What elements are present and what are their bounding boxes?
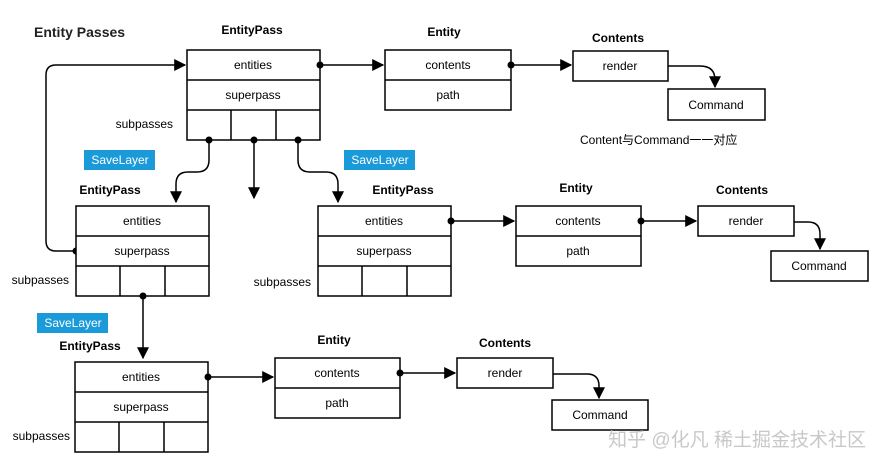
contents-box-mid <box>697 205 795 237</box>
entity-box-mid <box>515 205 642 267</box>
contents-row-mid: contents <box>555 214 600 228</box>
entity-box-bottom <box>274 357 401 419</box>
entitypass-label-top: EntityPass <box>221 23 283 37</box>
diagram-title: Entity Passes <box>34 24 125 40</box>
entities-row-mid-left: entities <box>123 214 161 228</box>
contents-box-bottom <box>456 357 554 389</box>
command-box-bottom <box>551 399 649 431</box>
path-row-top: path <box>436 88 459 102</box>
command-label-top: Command <box>688 98 743 112</box>
svg-text:SaveLayer: SaveLayer <box>91 153 148 167</box>
arrow-superpass-to-parent <box>45 59 187 252</box>
command-label-bottom: Command <box>572 408 627 422</box>
contents-box-top <box>572 50 669 82</box>
svg-text:SaveLayer: SaveLayer <box>351 153 408 167</box>
arrow-render-to-command-mid <box>794 221 826 251</box>
entitypass-label-bottom: EntityPass <box>59 339 121 353</box>
superpass-row-mid-left: superpass <box>114 244 169 258</box>
render-row-mid: render <box>729 214 764 228</box>
savelayer-badge-3: SaveLayer <box>37 313 108 333</box>
entitypass-label-mid-right: EntityPass <box>372 183 434 197</box>
watermark: 知乎 @化凡 稀土掘金技术社区 <box>608 429 866 451</box>
contents-row-bottom: contents <box>314 366 359 380</box>
subpasses-label-top: subpasses <box>116 117 173 131</box>
entitypass-box-mid-left <box>75 205 210 297</box>
dot-subpass-mid-left <box>139 292 147 300</box>
savelayer-badge-2: SaveLayer <box>344 150 415 170</box>
content-command-note: Content与Command一一对应 <box>580 132 737 147</box>
superpass-row-top: superpass <box>225 88 280 102</box>
subpasses-label-bottom: subpasses <box>13 429 70 443</box>
entitypass-box-bottom <box>74 361 209 453</box>
dot-contents-mid <box>637 217 645 225</box>
arrow-render-to-command-bottom <box>553 373 605 400</box>
subpasses-label-mid-right: subpasses <box>254 275 311 289</box>
entities-row-bottom: entities <box>122 370 160 384</box>
contents-row-top: contents <box>425 58 470 72</box>
dot-contents-top <box>507 61 515 69</box>
dot-subpass-1 <box>205 136 213 144</box>
entity-label-mid: Entity <box>559 181 593 195</box>
superpass-row-mid-right: superpass <box>356 244 411 258</box>
contents-label-bottom: Contents <box>479 336 531 350</box>
subpasses-label-mid-left: subpasses <box>12 273 69 287</box>
arrow-subpass-1 <box>170 140 210 204</box>
dot-contents-bottom <box>396 369 404 377</box>
render-row-top: render <box>603 59 638 73</box>
savelayer-badge-1: SaveLayer <box>84 150 155 170</box>
dot-subpass-3 <box>294 136 302 144</box>
arrow-subpass-3 <box>297 140 344 204</box>
dot-entities-bottom <box>204 373 212 381</box>
dot-entities-mid <box>447 217 455 225</box>
svg-text:SaveLayer: SaveLayer <box>44 316 101 330</box>
entity-label-bottom: Entity <box>317 333 351 347</box>
arrow-render-to-command-top <box>668 65 721 89</box>
entitypass-box-top <box>186 49 321 141</box>
command-label-mid: Command <box>791 259 846 273</box>
dot-entities-top <box>316 61 324 69</box>
command-box-mid <box>770 250 869 282</box>
entity-label-top: Entity <box>427 25 461 39</box>
entity-box-top <box>384 49 512 111</box>
entities-row-top: entities <box>234 58 272 72</box>
dot-subpass-2 <box>250 136 258 144</box>
path-row-mid: path <box>566 244 589 258</box>
entitypass-box-mid-right <box>317 205 452 297</box>
render-row-bottom: render <box>488 366 523 380</box>
path-row-bottom: path <box>325 396 348 410</box>
command-box-top <box>667 88 766 121</box>
entities-row-mid-right: entities <box>365 214 403 228</box>
contents-label-top: Contents <box>592 31 644 45</box>
superpass-row-bottom: superpass <box>113 400 168 414</box>
contents-label-mid: Contents <box>716 183 768 197</box>
entitypass-label-mid-left: EntityPass <box>79 183 141 197</box>
